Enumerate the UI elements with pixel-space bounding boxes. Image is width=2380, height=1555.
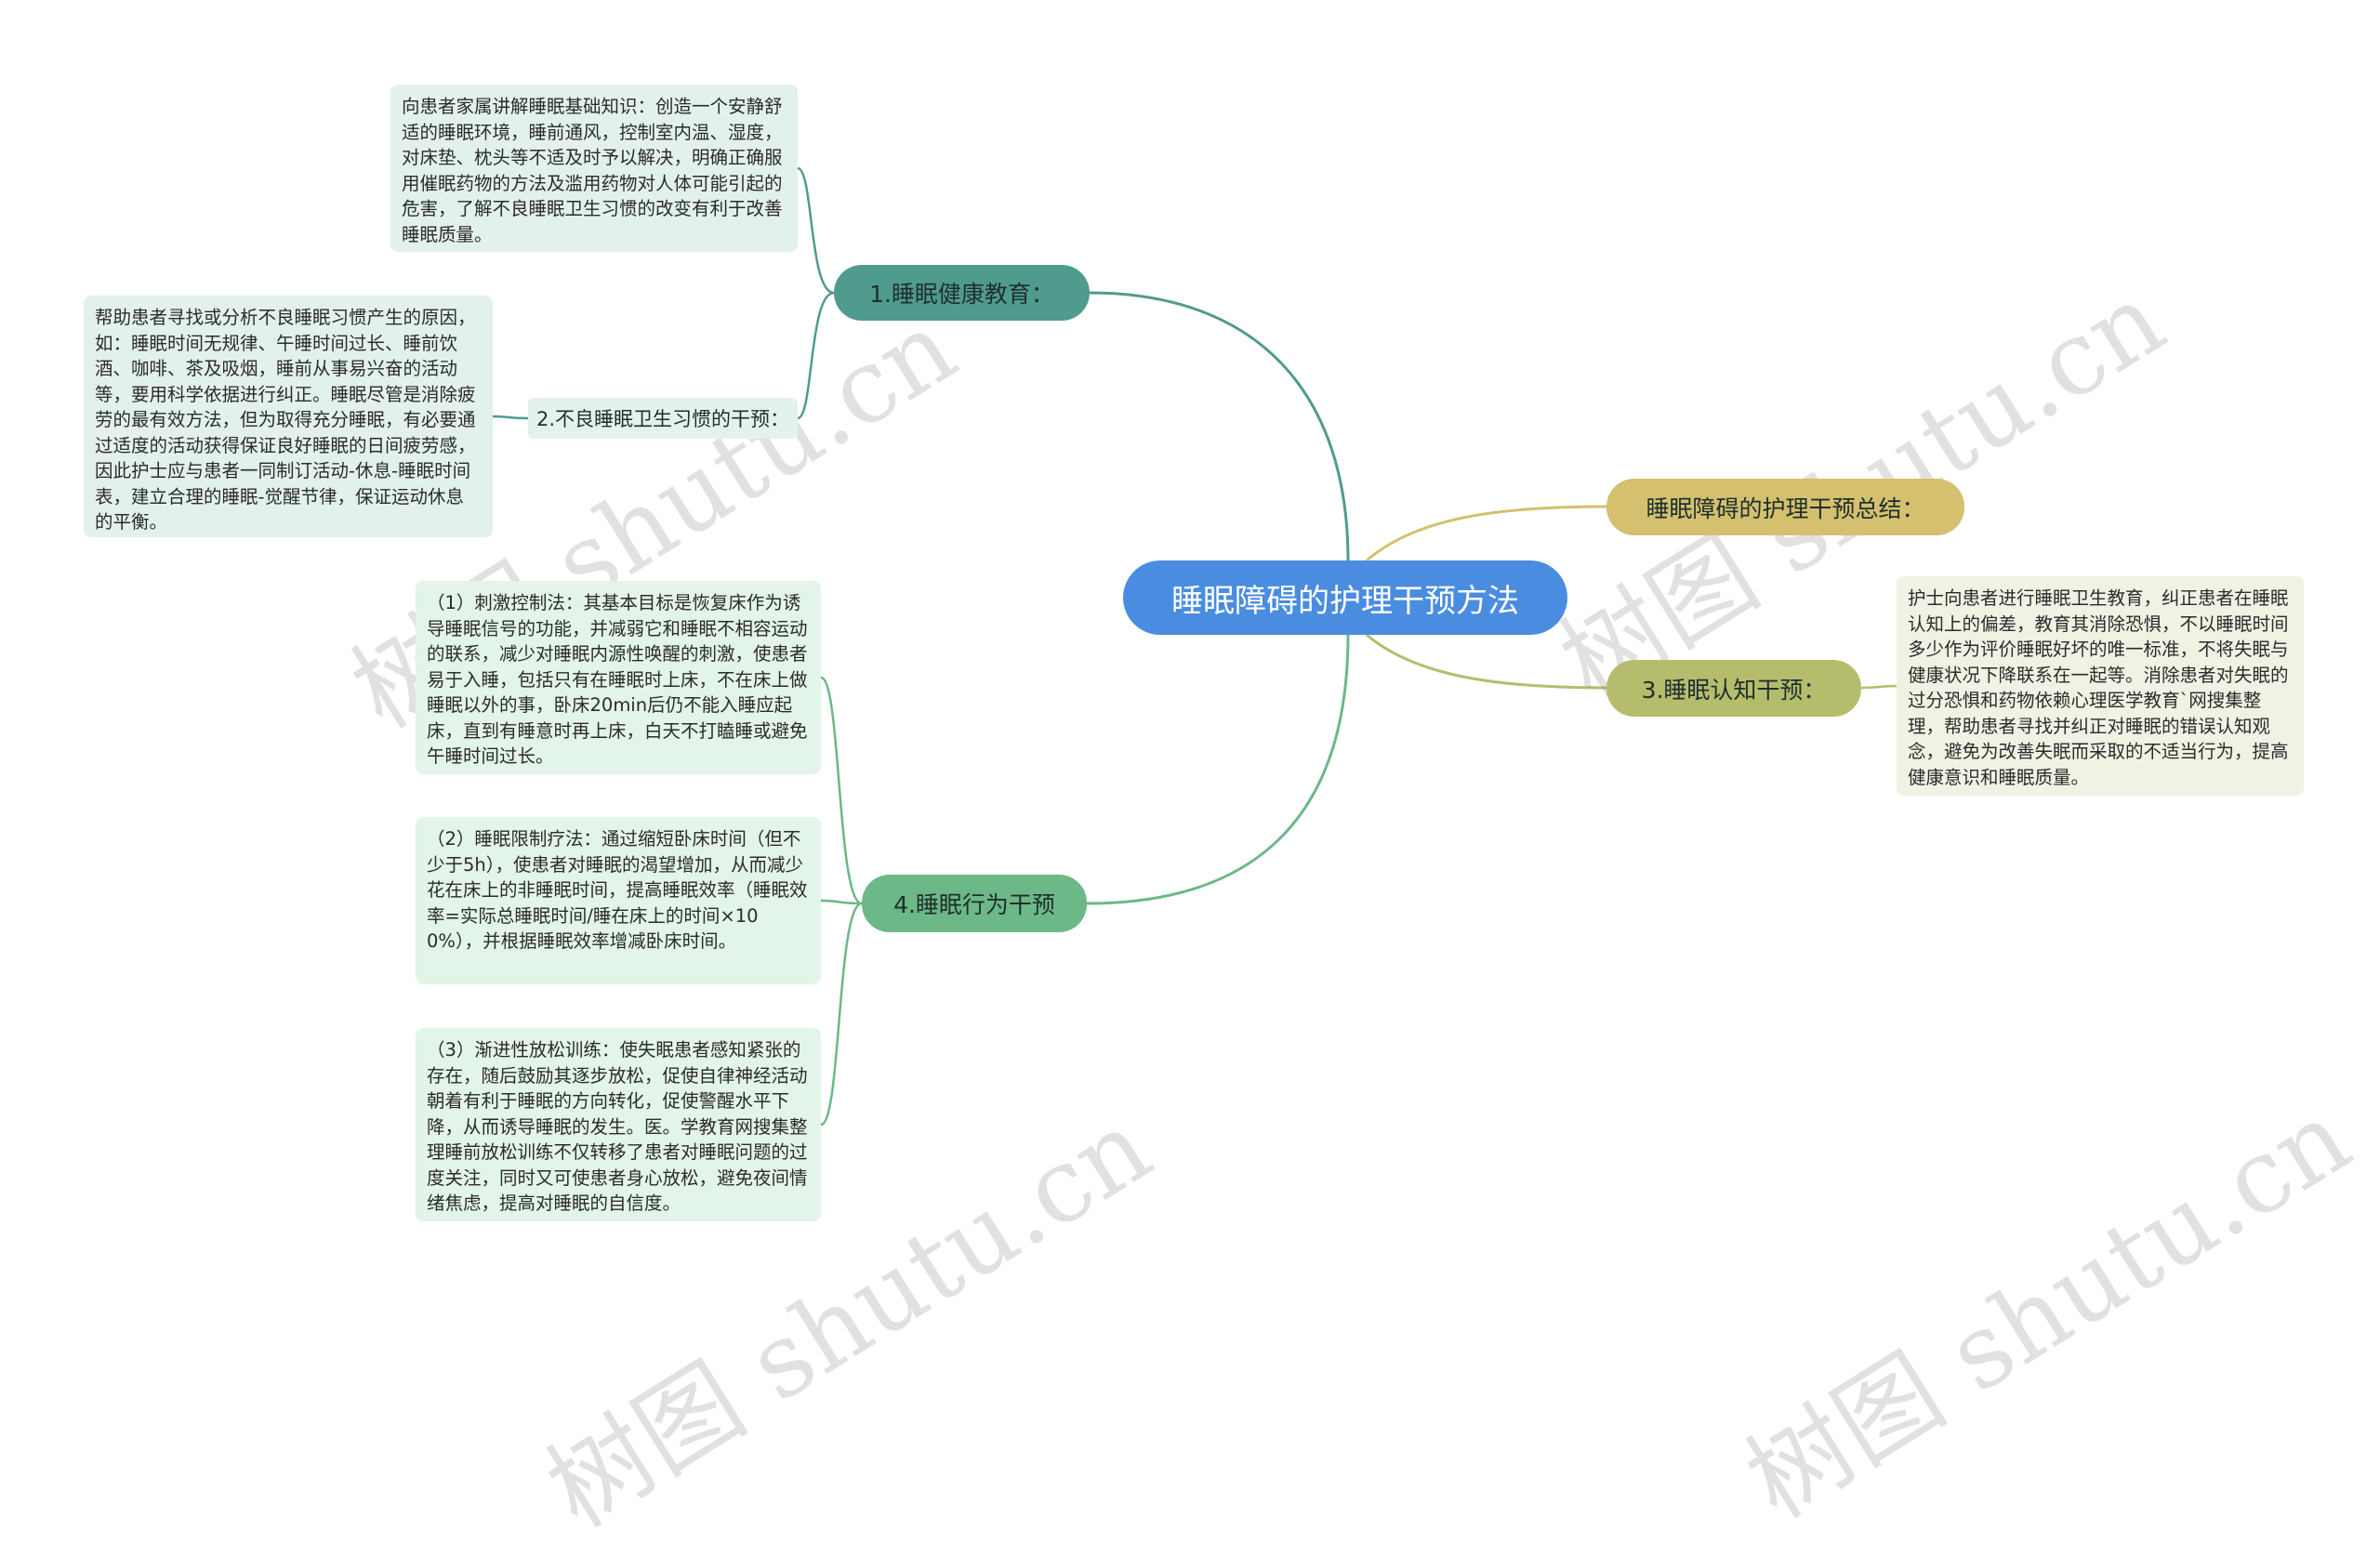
branch-summary[interactable]: 睡眠障碍的护理干预总结：: [1606, 479, 1964, 535]
leaf-cognitive-intervention-text[interactable]: 护士向患者进行睡眠卫生教育，纠正患者在睡眠认知上的偏差，教育其消除恐惧，不以睡眠…: [1897, 576, 2304, 796]
leaf-stimulus-control-text[interactable]: （1）刺激控制法：其基本目标是恢复床作为诱导睡眠信号的功能，并减弱它和睡眠不相容…: [416, 581, 821, 774]
leaf-relaxation-training-text[interactable]: （3）渐进性放松训练：使失眠患者感知紧张的存在，随后鼓励其逐步放松，促使自律神经…: [416, 1028, 821, 1221]
branch-bad-sleep-habits[interactable]: 2.不良睡眠卫生习惯的干预：: [528, 398, 798, 439]
connector-lines: [492, 166, 1897, 1127]
root-node[interactable]: 睡眠障碍的护理干预方法: [1123, 560, 1567, 635]
branch-sleep-health-education[interactable]: 1.睡眠健康教育：: [834, 265, 1090, 321]
branch-sleep-cognitive-intervention[interactable]: 3.睡眠认知干预：: [1606, 660, 1861, 717]
mindmap-canvas: 树图 shutu.cn 树图 shutu.cn 树图 shutu.cn 树图 s…: [84, 85, 2370, 1550]
leaf-sleep-restriction-text[interactable]: （2）睡眠限制疗法：通过缩短卧床时间（但不少于5h），使患者对睡眠的渴望增加，从…: [416, 817, 821, 984]
branch-sleep-behavior-intervention[interactable]: 4.睡眠行为干预: [862, 875, 1087, 932]
leaf-bad-habits-text[interactable]: 帮助患者寻找或分析不良睡眠习惯产生的原因，如：睡眠时间无规律、午睡时间过长、睡前…: [84, 296, 493, 537]
leaf-health-education-text[interactable]: 向患者家属讲解睡眠基础知识：创造一个安静舒适的睡眠环境，睡前通风，控制室内温、湿…: [390, 85, 798, 252]
